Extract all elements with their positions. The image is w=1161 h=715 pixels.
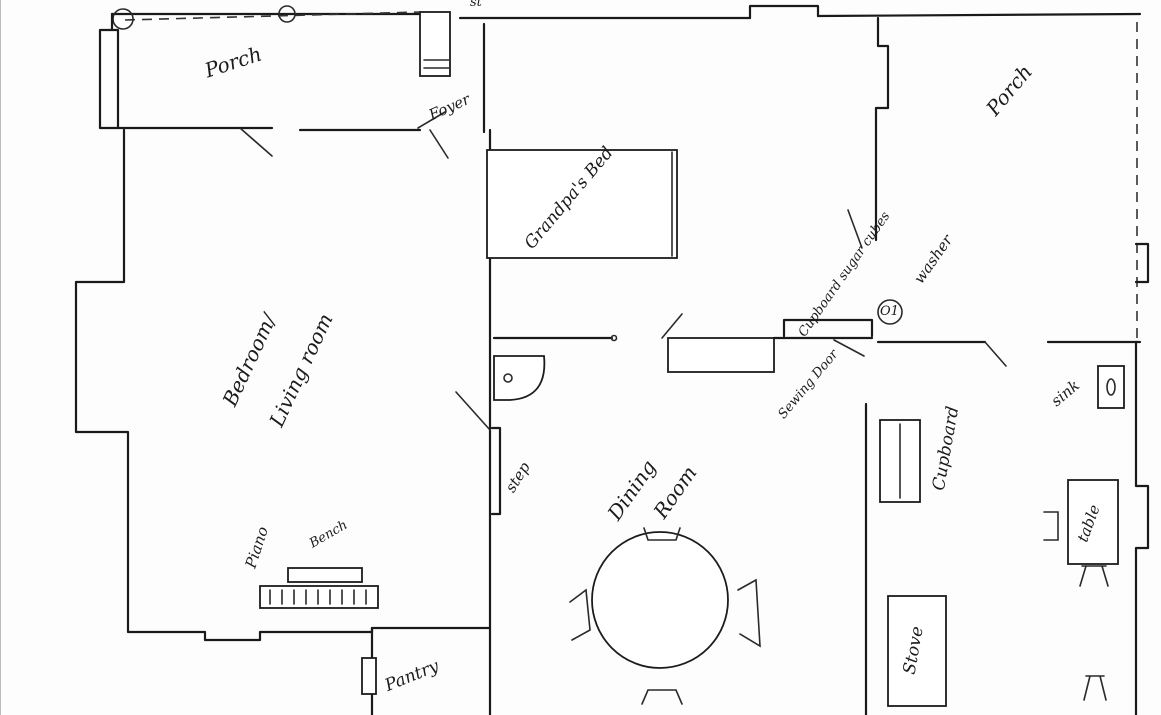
- foyer-door: [417, 111, 449, 159]
- corner-fixture: [493, 355, 546, 401]
- kitchen-table: [1067, 479, 1119, 565]
- dining-door: [661, 313, 683, 339]
- piano: [259, 585, 379, 609]
- steps-lines: [423, 59, 451, 69]
- washer-mark-label: O1: [880, 304, 899, 319]
- step-block: [490, 426, 502, 516]
- sink: [1097, 365, 1125, 409]
- steps-block: [419, 11, 451, 77]
- pantry-door: [361, 657, 377, 695]
- chair-bottom: [1079, 565, 1109, 587]
- post-circle-mid: [278, 5, 296, 23]
- living-room-door: [455, 391, 491, 431]
- page-edge: [0, 0, 1, 715]
- porch-screen-top: [124, 11, 421, 21]
- right-porch-edge: [1134, 242, 1150, 284]
- east-wall-door: [847, 209, 863, 249]
- kitchen-east-wall: [1134, 340, 1150, 715]
- door-swing-bedroom: [239, 127, 273, 157]
- dining-chair-bottom: [641, 689, 683, 705]
- piano-keys: [269, 589, 367, 605]
- chair-left: [1043, 511, 1059, 541]
- dining-chair-left: [569, 588, 591, 641]
- sink-basin: [1106, 378, 1116, 396]
- kitchen-door: [984, 341, 1007, 367]
- grandpas-bed: [486, 149, 678, 259]
- cupboard-sugar: [667, 337, 775, 373]
- dining-chair-top: [643, 527, 681, 541]
- cupboard-shelf: [772, 318, 874, 340]
- left-porch-walls: [98, 12, 274, 130]
- grandpa-east-wall: [874, 16, 890, 242]
- piano-bench: [287, 567, 363, 583]
- dining-chair-right: [737, 578, 761, 648]
- fixture-drain: [503, 373, 513, 383]
- top-window: [748, 4, 820, 20]
- stool: [1083, 675, 1107, 701]
- dining-table: [591, 531, 729, 669]
- wall-post: [610, 334, 618, 342]
- washer-circle: [877, 299, 903, 325]
- steps-top-label: st: [470, 0, 482, 10]
- stove: [887, 595, 947, 707]
- top-exterior-wall: [110, 12, 1142, 20]
- sewing-door-swing: [833, 339, 865, 357]
- post-circle-left: [112, 8, 134, 30]
